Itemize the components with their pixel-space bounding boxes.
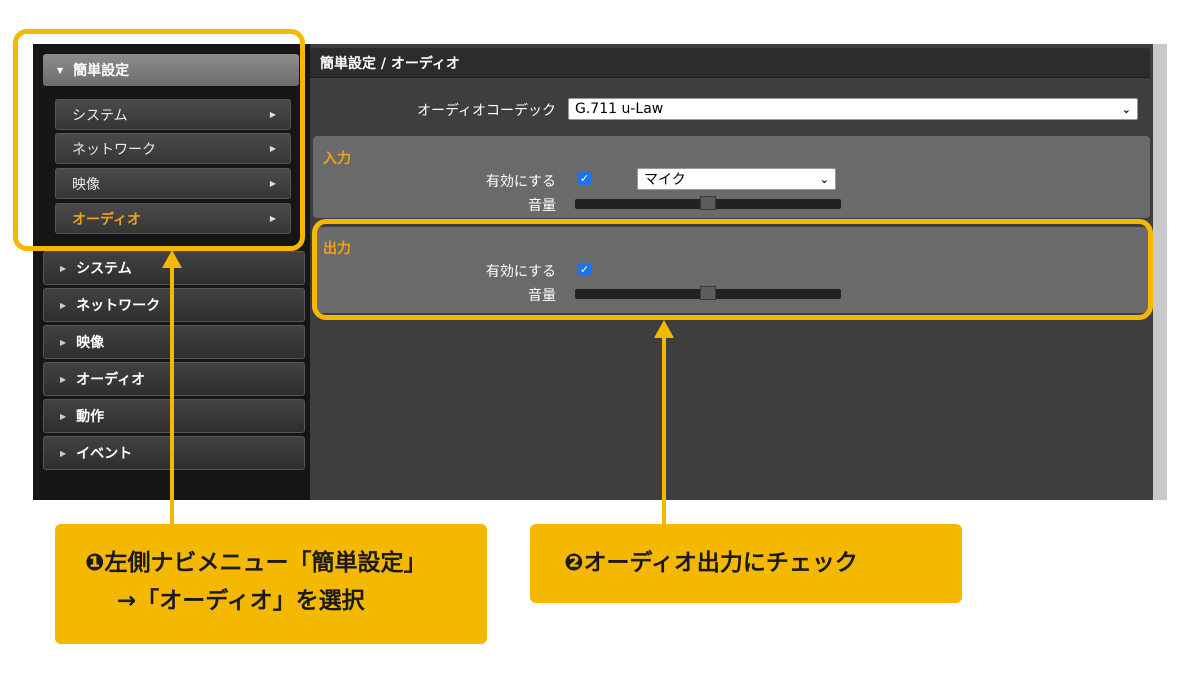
- output-volume-label: 音量: [528, 288, 556, 304]
- input-source-select[interactable]: マイク ⌄: [637, 168, 836, 190]
- window-scrollbar[interactable]: [1153, 44, 1167, 500]
- sidebar-group-label: 簡単設定: [73, 63, 130, 79]
- arrow-up-icon: [162, 250, 182, 268]
- arrow-line-1: [170, 266, 174, 526]
- caret-right-icon: ▶: [60, 411, 67, 421]
- input-volume-slider[interactable]: [575, 196, 841, 210]
- subitem-video[interactable]: 映像 ▶: [55, 168, 291, 199]
- highlight-sidebar: [13, 29, 305, 251]
- main-panel: 簡単設定 / オーディオ オーディオコーデック G.711 u-Law ⌄ 入力…: [310, 44, 1153, 500]
- sidebar-item-network[interactable]: ▶ ネットワーク: [43, 288, 305, 322]
- caret-right-icon: ▶: [60, 337, 67, 347]
- sidebar-item-video[interactable]: ▶ 映像: [43, 325, 305, 359]
- caret-right-icon: ▶: [269, 110, 276, 119]
- page-title: 簡単設定 / オーディオ: [310, 48, 1150, 78]
- sidebar-item-label: 映像: [76, 335, 105, 351]
- check-icon: ✓: [579, 263, 590, 276]
- input-volume-thumb[interactable]: [700, 196, 716, 210]
- codec-label: オーディオコーデック: [416, 103, 556, 119]
- callout-step-1: ❶左側ナビメニュー「簡単設定」 →「オーディオ」を選択: [55, 524, 487, 644]
- subitem-label: オーディオ: [72, 211, 142, 228]
- callout-2-text: ❷オーディオ出力にチェック: [564, 550, 858, 576]
- subitem-system[interactable]: システム ▶: [55, 99, 291, 130]
- check-icon: ✓: [579, 172, 590, 185]
- caret-right-icon: ▶: [269, 179, 276, 188]
- codec-select[interactable]: G.711 u-Law ⌄: [568, 98, 1138, 120]
- arrow-up-icon: [654, 320, 674, 338]
- subitem-label: システム: [72, 107, 128, 124]
- output-volume-thumb[interactable]: [700, 286, 716, 300]
- sidebar-item-audio[interactable]: ▶ オーディオ: [43, 362, 305, 396]
- sidebar-item-operation[interactable]: ▶ 動作: [43, 399, 305, 433]
- output-volume-slider[interactable]: [575, 286, 841, 300]
- chevron-down-icon: ⌄: [819, 172, 829, 186]
- input-enable-checkbox[interactable]: ✓: [578, 172, 591, 185]
- chevron-down-icon: ⌄: [1121, 102, 1131, 116]
- output-section: 出力 有効にする ✓ 音量: [313, 227, 1150, 313]
- highlight-output: [312, 219, 1153, 320]
- sidebar-item-label: 動作: [76, 409, 105, 425]
- caret-right-icon: ▶: [60, 374, 67, 384]
- sidebar-group-simple-settings[interactable]: ▼ 簡単設定: [43, 54, 299, 86]
- output-enable-checkbox[interactable]: ✓: [578, 263, 591, 276]
- codec-value: G.711 u-Law: [575, 101, 664, 117]
- caret-down-icon: ▼: [57, 65, 64, 75]
- subitem-audio[interactable]: オーディオ ▶: [55, 203, 291, 234]
- sidebar-item-label: システム: [76, 261, 132, 277]
- caret-right-icon: ▶: [60, 448, 67, 458]
- subitem-label: ネットワーク: [72, 141, 156, 158]
- input-section-title: 入力: [323, 151, 351, 167]
- caret-right-icon: ▶: [269, 144, 276, 153]
- caret-right-icon: ▶: [60, 263, 67, 273]
- sidebar-item-label: ネットワーク: [76, 298, 161, 314]
- caret-right-icon: ▶: [60, 300, 67, 310]
- arrow-line-2: [662, 336, 666, 526]
- settings-window: ▼ 簡単設定 システム ▶ ネットワーク ▶ 映像 ▶ オーディオ ▶ ▶ シス…: [33, 44, 1167, 500]
- input-source-value: マイク: [644, 172, 686, 188]
- output-section-title: 出力: [323, 241, 351, 257]
- sidebar-item-label: イベント: [76, 446, 133, 462]
- subitem-label: 映像: [72, 176, 100, 193]
- subitem-network[interactable]: ネットワーク ▶: [55, 133, 291, 164]
- input-volume-label: 音量: [528, 198, 556, 214]
- output-enable-label: 有効にする: [485, 264, 556, 280]
- sidebar-item-label: オーディオ: [76, 372, 146, 388]
- callout-step-2: ❷オーディオ出力にチェック: [530, 524, 962, 603]
- callout-1-line-1: ❶左側ナビメニュー「簡単設定」: [85, 550, 427, 576]
- caret-right-icon: ▶: [269, 214, 276, 223]
- sidebar-item-event[interactable]: ▶ イベント: [43, 436, 305, 470]
- callout-1-line-2: →「オーディオ」を選択: [117, 588, 365, 614]
- input-enable-label: 有効にする: [485, 174, 556, 190]
- input-section: 入力 有効にする ✓ マイク ⌄ 音量: [313, 136, 1150, 218]
